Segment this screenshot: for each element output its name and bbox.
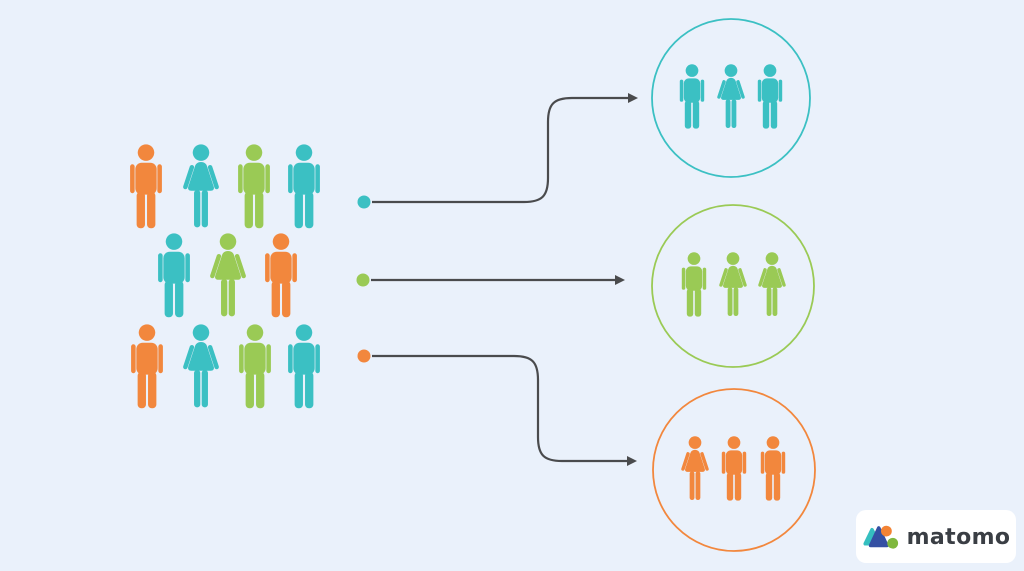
matomo-logo-icon [863, 525, 898, 549]
man-icon [265, 233, 297, 318]
teal-segment-outline [651, 18, 811, 178]
population-group [130, 144, 320, 408]
matomo-wordmark: matomo [906, 524, 1011, 550]
orange-connector-arrow [372, 354, 637, 466]
orange-connector-dot [357, 349, 371, 363]
man-icon [238, 144, 270, 229]
man-icon [158, 233, 190, 318]
man-icon [757, 64, 783, 129]
woman-icon [758, 252, 786, 318]
man-icon [130, 144, 162, 229]
orange-segment-outline [652, 388, 816, 552]
man-icon [131, 324, 163, 409]
man-icon [721, 436, 747, 501]
woman-icon [212, 233, 243, 316]
green-segment-outline [651, 204, 815, 368]
green-connector-dot [356, 273, 370, 287]
man-icon [288, 324, 320, 409]
man-icon [681, 252, 707, 317]
man-icon [239, 324, 271, 409]
man-icon [288, 144, 320, 229]
matomo-logo-badge: matomo [856, 510, 1016, 563]
segment-circles [651, 18, 816, 552]
connector-arrows [356, 93, 638, 466]
teal-connector-dot [357, 195, 371, 209]
green-segment [651, 204, 815, 368]
man-icon [679, 64, 705, 129]
woman-icon [185, 324, 216, 407]
woman-icon [681, 436, 709, 502]
woman-icon [185, 144, 216, 227]
man-icon [760, 436, 786, 501]
woman-icon [719, 252, 747, 318]
orange-segment [652, 388, 816, 552]
teal-segment [651, 18, 811, 178]
teal-connector-arrow [372, 93, 638, 204]
woman-icon [717, 64, 745, 130]
